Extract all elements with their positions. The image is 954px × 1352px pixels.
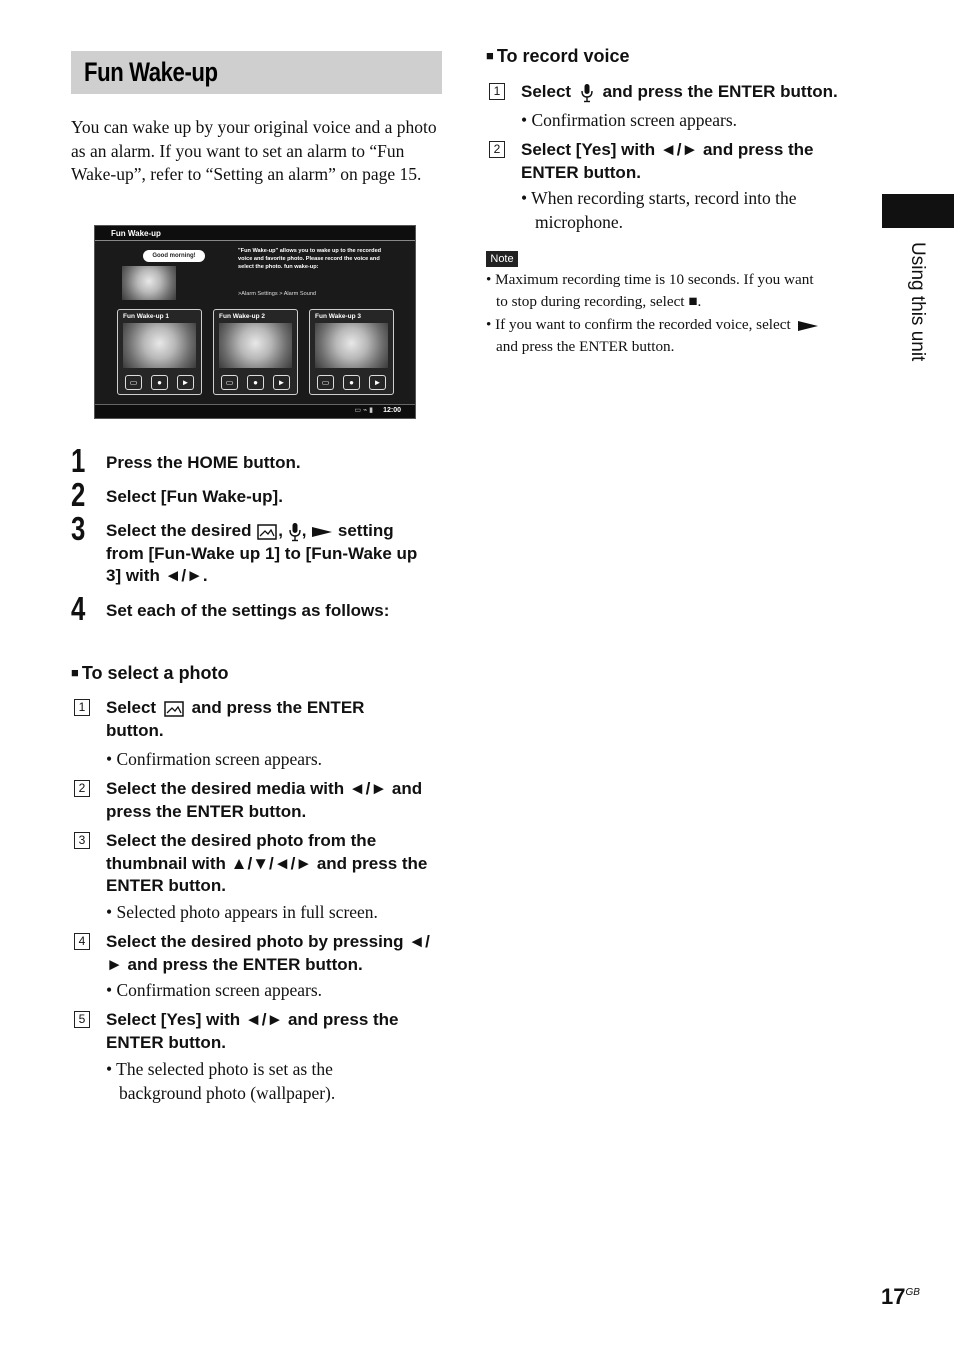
substep-number: 4 xyxy=(74,933,90,950)
bullet-text: • Confirmation screen appears. xyxy=(106,749,323,769)
bullet-text: microphone. xyxy=(535,212,623,232)
header-divider xyxy=(95,240,415,241)
step-text: Press the HOME button. xyxy=(106,453,301,472)
section-heading: ■To record voice xyxy=(486,46,630,66)
card-label: Fun Wake-up 1 xyxy=(123,313,169,320)
card-photo xyxy=(219,323,292,368)
card-photo xyxy=(123,323,196,368)
microphone-icon xyxy=(289,522,301,541)
substep-text: Select [Yes] with ◄/► and press the ENTE… xyxy=(106,1010,399,1052)
substep-text: Select [Yes] with ◄/► and press the ENTE… xyxy=(521,140,814,182)
bullet-text: • Confirmation screen appears. xyxy=(106,980,323,1000)
step-text: Set each of the settings as follows: xyxy=(106,601,390,620)
substep-number: 2 xyxy=(74,780,90,797)
play-icon[interactable]: ► xyxy=(273,375,290,390)
screenshot-status-bar: ▭ ⌁ ▮ 12:00 xyxy=(95,404,415,418)
card-photo xyxy=(315,323,388,368)
microphone-icon[interactable]: ● xyxy=(151,375,168,390)
bullet-text: • When recording starts, record into the xyxy=(521,188,797,208)
bullet-text: • Confirmation screen appears. xyxy=(521,110,738,130)
page-number: 17GB xyxy=(881,1284,920,1309)
side-tab-marker xyxy=(882,194,954,228)
square-bullet-icon: ■ xyxy=(486,48,494,63)
title-background xyxy=(71,51,442,94)
fun-wakeup-card-1[interactable]: Fun Wake-up 1 ▭ ● ► xyxy=(117,309,202,395)
page-title: Fun Wake-up xyxy=(84,57,218,87)
square-bullet-icon: ■ xyxy=(71,665,79,680)
note-badge: Note xyxy=(486,251,518,267)
status-icons: ▭ ⌁ ▮ xyxy=(354,407,373,414)
card-label: Fun Wake-up 3 xyxy=(315,313,361,320)
substep-number: 2 xyxy=(489,141,505,158)
microphone-icon xyxy=(581,83,593,102)
fun-wakeup-card-3[interactable]: Fun Wake-up 3 ▭ ● ► xyxy=(309,309,394,395)
microphone-icon[interactable]: ● xyxy=(343,375,360,390)
step-text: Select [Fun Wake-up]. xyxy=(106,487,283,506)
photo-icon xyxy=(164,700,184,717)
photo-icon[interactable]: ▭ xyxy=(221,375,238,390)
step-number: 4 xyxy=(71,590,86,627)
screenshot-header: Fun Wake-up xyxy=(95,226,415,241)
play-icon[interactable]: ► xyxy=(177,375,194,390)
step-text-line: 3] with ◄/►. xyxy=(106,566,208,585)
photo-icon[interactable]: ▭ xyxy=(125,375,142,390)
step-text-part: Select the desired xyxy=(106,521,252,540)
substep-number: 1 xyxy=(489,83,505,100)
intro-paragraph: You can wake up by your original voice a… xyxy=(71,117,437,185)
photo-icon[interactable]: ▭ xyxy=(317,375,334,390)
play-icon xyxy=(312,526,333,537)
bullet-text: • The selected photo is set as the xyxy=(106,1059,333,1079)
substep-text: Select and press the ENTER button. xyxy=(521,82,838,102)
substep-number: 1 xyxy=(74,699,90,716)
clock-time: 12:00 xyxy=(383,407,401,414)
substep-text: Select the desired media with ◄/► and pr… xyxy=(106,779,423,821)
step-number: 1 xyxy=(71,442,86,479)
speech-bubble: Good morning! xyxy=(143,250,205,262)
substep-text: Select the desired photo from the thumbn… xyxy=(106,831,428,895)
play-icon xyxy=(797,320,818,331)
substep-text: Select the desired photo by pressing ◄/ … xyxy=(106,932,430,974)
step-number: 3 xyxy=(71,510,86,547)
side-tab-label: Using this unit xyxy=(907,242,928,362)
photo-icon xyxy=(257,523,277,540)
step-text: Select the desired , , setting from [Fun… xyxy=(106,520,446,588)
note-item: • If you want to confirm the recorded vo… xyxy=(486,314,819,358)
card-label: Fun Wake-up 2 xyxy=(219,313,265,320)
substep-number: 5 xyxy=(74,1011,90,1028)
bullet-text: • Selected photo appears in full screen. xyxy=(106,902,378,922)
bullet-text: background photo (wallpaper). xyxy=(119,1083,336,1103)
substep-number: 3 xyxy=(74,832,90,849)
step-text-part: setting xyxy=(337,521,394,540)
play-icon[interactable]: ► xyxy=(369,375,386,390)
fun-wakeup-card-2[interactable]: Fun Wake-up 2 ▭ ● ► xyxy=(213,309,298,395)
screenshot-figure: Fun Wake-up Good morning! "Fun Wake-up" … xyxy=(94,225,416,419)
step-number: 2 xyxy=(71,476,86,513)
substep-text: Select and press the ENTER button. xyxy=(106,698,365,740)
step-text-line: from [Fun-Wake up 1] to [Fun-Wake up xyxy=(106,543,418,563)
microphone-icon[interactable]: ● xyxy=(247,375,264,390)
screenshot-description: "Fun Wake-up" allows you to wake up to t… xyxy=(238,248,382,270)
note-item: • Maximum recording time is 10 seconds. … xyxy=(486,271,814,310)
screenshot-path: >Alarm Settings > Alarm Sound xyxy=(238,291,317,297)
section-heading: ■To select a photo xyxy=(71,663,229,683)
preview-photo xyxy=(122,266,176,300)
